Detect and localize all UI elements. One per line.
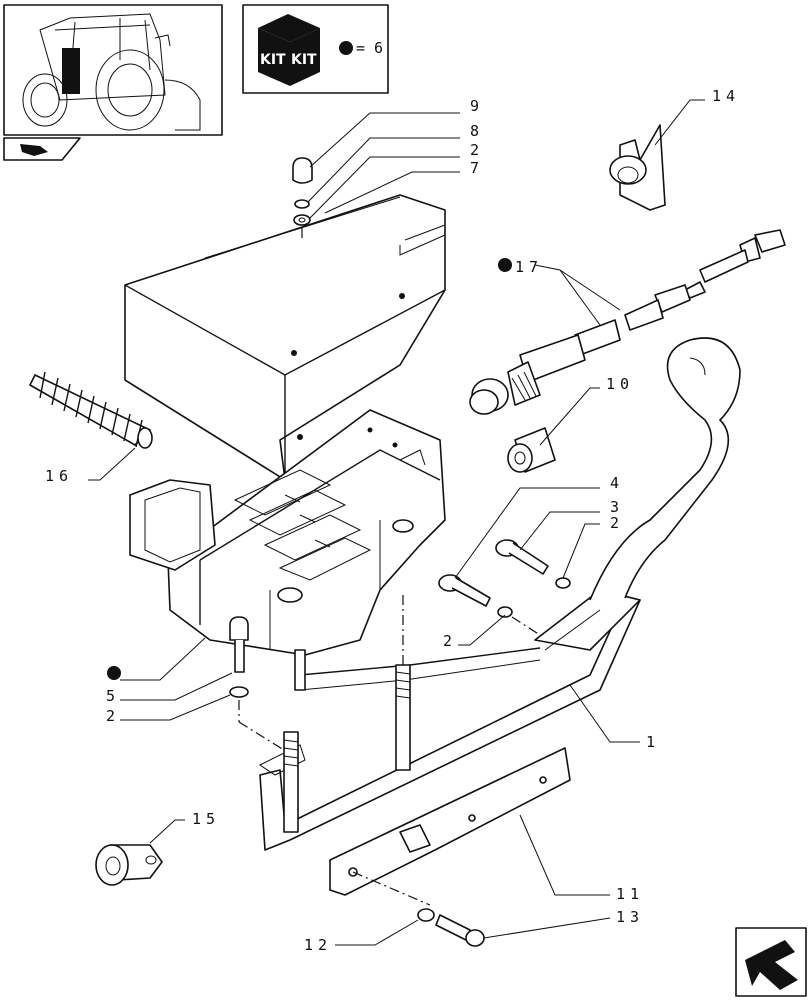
valve-block	[129, 409, 446, 656]
callout-2-mid: 2	[443, 632, 457, 650]
callout-4: 4	[610, 474, 624, 492]
callout-2-top: 2	[470, 141, 484, 159]
callout-16: 16	[45, 467, 73, 485]
cap-part-9	[292, 157, 313, 184]
washer-part-2a	[293, 214, 311, 226]
book-nav-icon[interactable]	[3, 137, 81, 161]
screw-part-5	[229, 616, 249, 673]
cable-part-17	[469, 229, 786, 415]
kit-dot-value: = 6	[356, 39, 383, 57]
callout-3: 3	[610, 498, 624, 516]
kit-dot-block-icon	[107, 666, 121, 680]
kit-left-text: KIT	[260, 52, 286, 68]
callout-7: 7	[470, 159, 484, 177]
callout-17: 17	[515, 258, 543, 276]
bolt-part-3	[495, 539, 549, 575]
bolt-part-4	[438, 574, 491, 607]
callout-2-right: 2	[610, 514, 624, 532]
kit-right-text: KIT	[291, 52, 317, 68]
washer-part-8	[294, 199, 310, 209]
washer-part-12	[417, 908, 435, 922]
kit-dot-icon	[339, 41, 353, 55]
callout-15: 15	[192, 810, 220, 828]
callout-5: 5	[106, 687, 120, 705]
callout-8: 8	[470, 122, 484, 140]
callout-10: 10	[606, 375, 634, 393]
washer-part-2d	[229, 686, 249, 698]
stud-right	[395, 664, 411, 771]
callout-1: 1	[646, 733, 660, 751]
callout-14: 14	[712, 87, 740, 105]
plate-part-11	[329, 747, 571, 896]
spring-part-16	[29, 371, 153, 449]
next-page-arrow-icon[interactable]	[735, 927, 807, 997]
washer-part-2b	[555, 577, 571, 589]
kit-box-icon: KIT KIT	[258, 14, 320, 86]
callout-2-left: 2	[106, 707, 120, 725]
callout-12: 12	[304, 936, 332, 954]
callout-9: 9	[470, 97, 484, 115]
bolt-part-13	[435, 914, 485, 947]
leader-lines	[88, 99, 705, 946]
kit-dot-17-icon	[498, 258, 512, 272]
cover-part-7	[124, 194, 446, 481]
tractor-thumbnail-icon	[3, 4, 223, 136]
clamp-part-15	[95, 844, 163, 886]
clip-part-14	[609, 124, 666, 211]
callout-labels: 9 8 2 7 14 17 10 16 4 3 2 2 5 2 1 15 11 …	[45, 87, 740, 954]
callout-13: 13	[616, 908, 644, 926]
stud-left	[283, 649, 306, 833]
callout-11: 11	[616, 885, 644, 903]
washer-part-2c	[497, 606, 513, 618]
grommet-part-10	[507, 427, 556, 473]
